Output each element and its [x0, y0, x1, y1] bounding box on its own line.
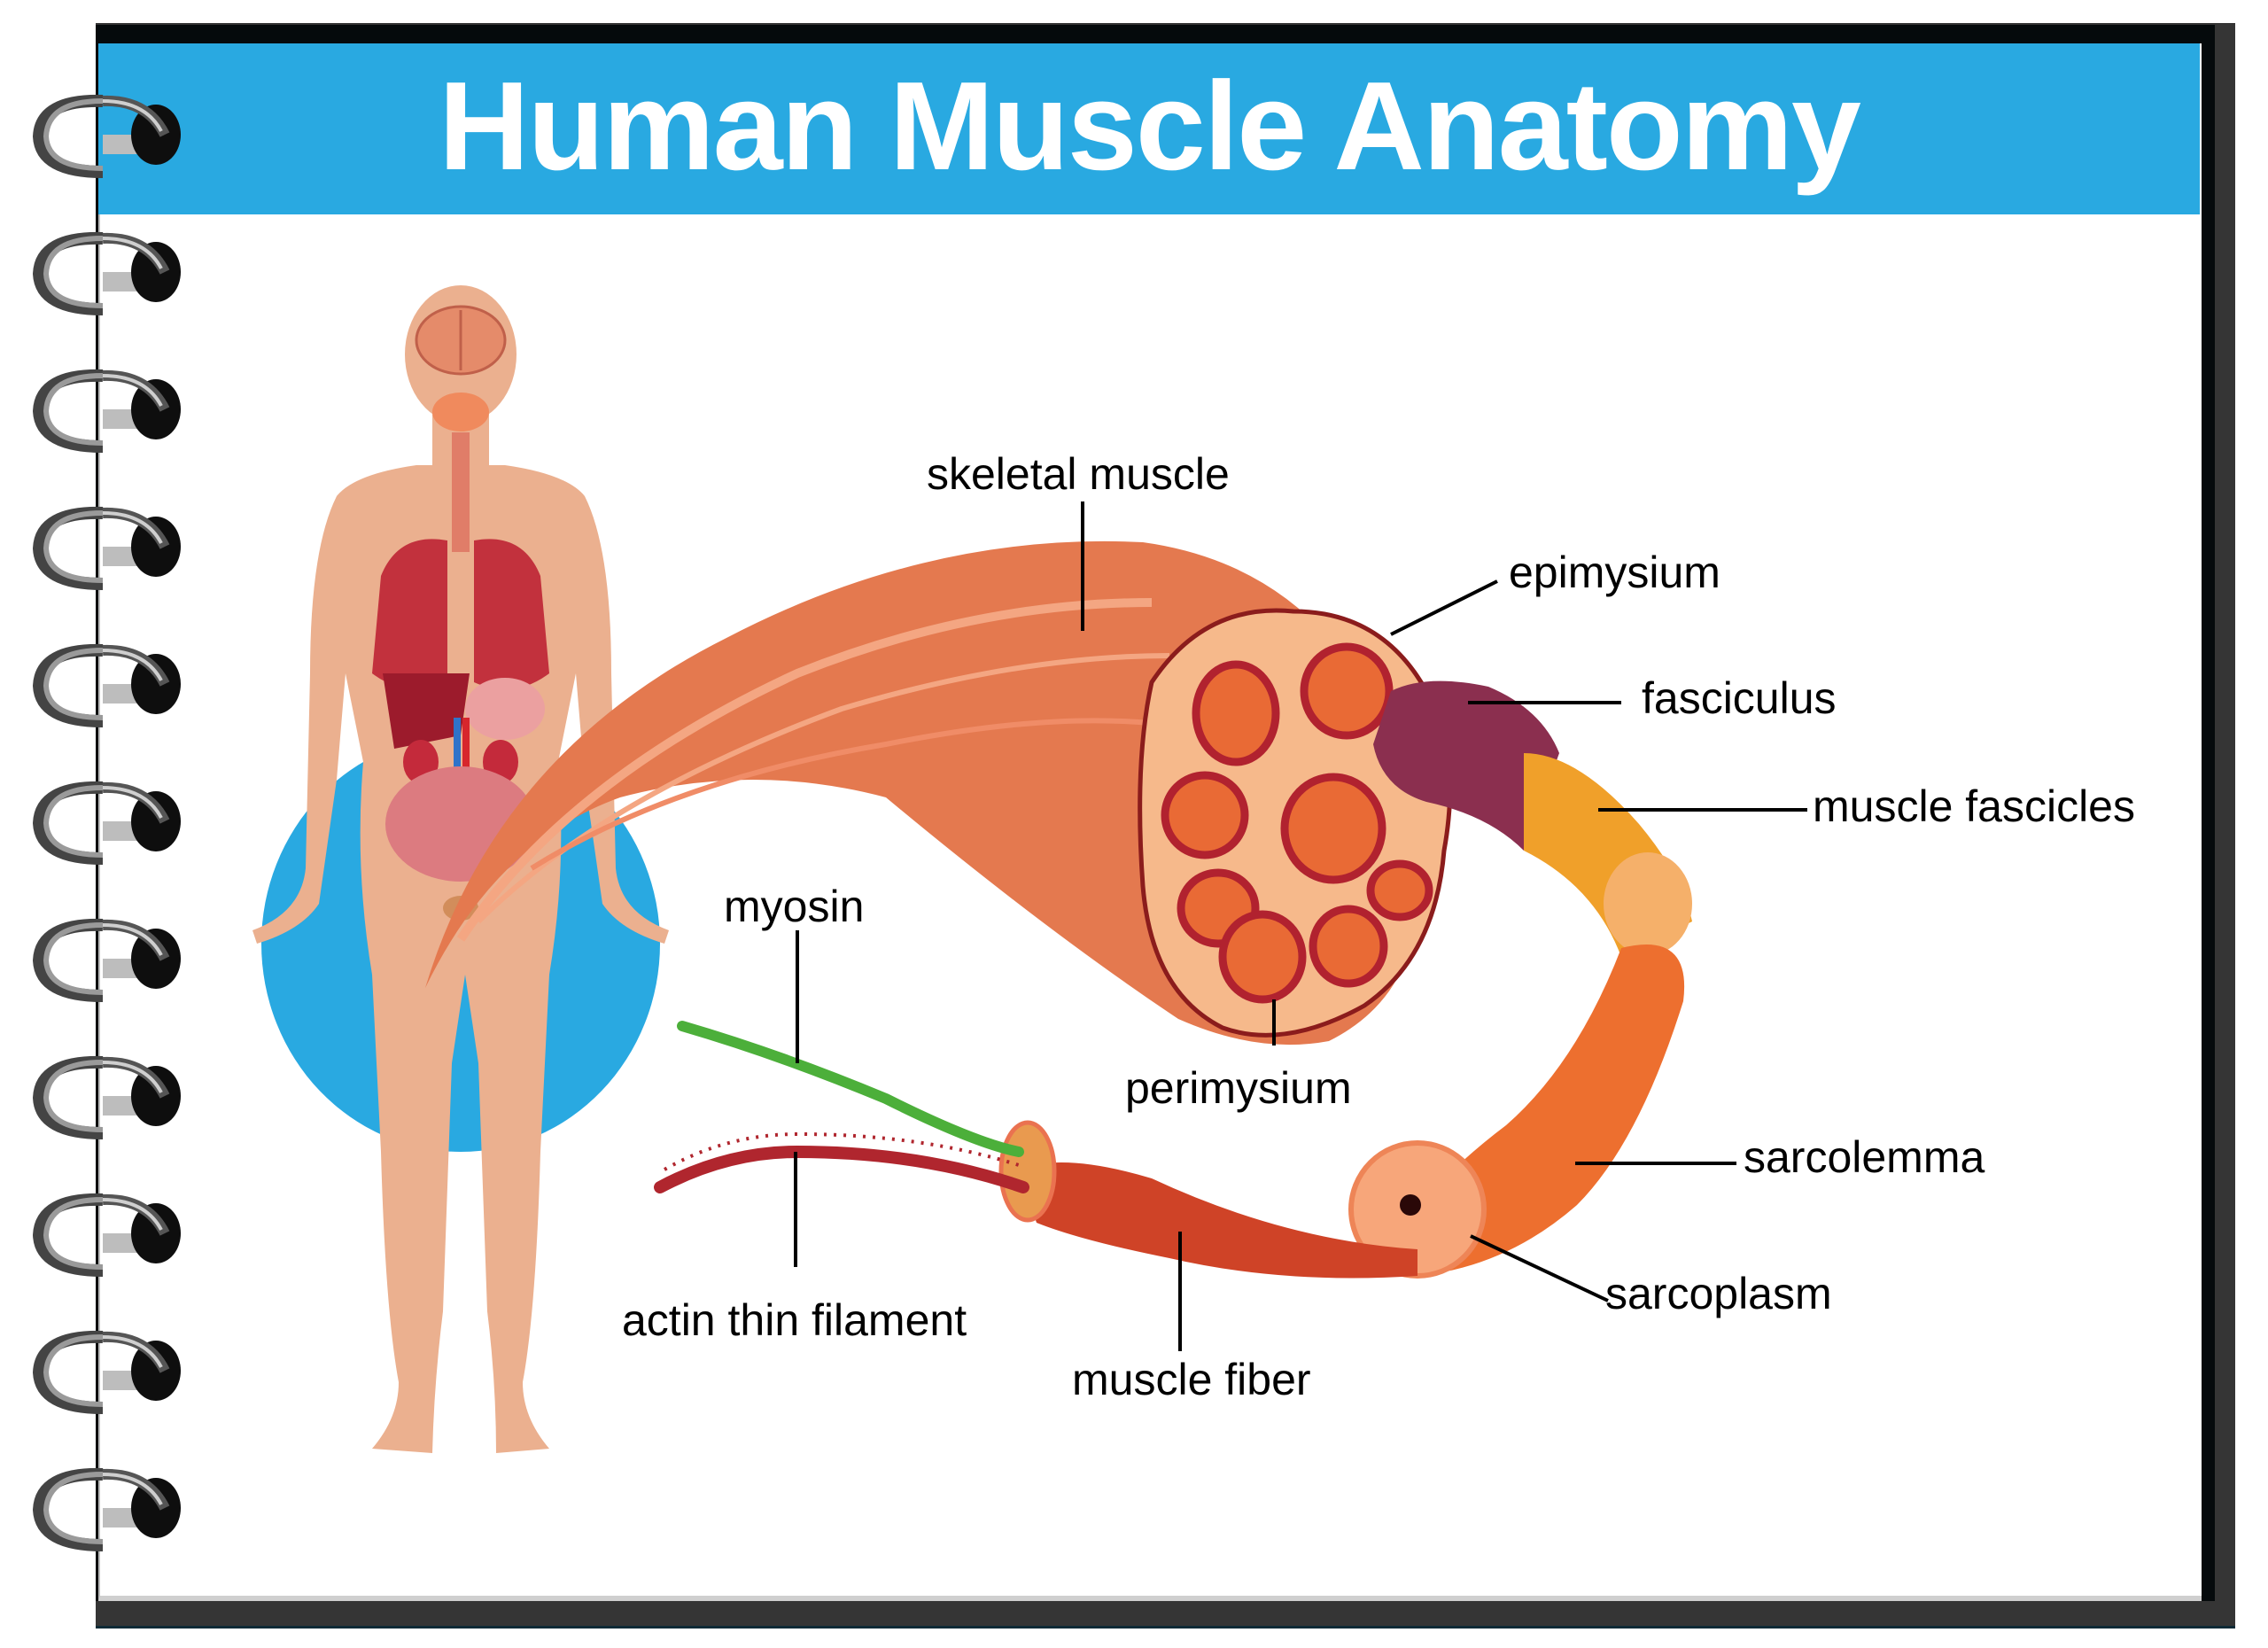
leader-lines	[794, 501, 1807, 1351]
trachea	[452, 432, 470, 552]
spiral-ring-icon	[32, 918, 181, 1002]
label-sarcoplasm: sarcoplasm	[1605, 1269, 1832, 1318]
spiral-ring-icon	[32, 369, 181, 453]
label-myosin: myosin	[724, 882, 865, 931]
lungs	[372, 539, 549, 689]
spiral-ring-icon	[32, 94, 181, 178]
stomach	[465, 678, 545, 740]
spiral-ring-icon	[32, 506, 181, 590]
label-skeletal-muscle: skeletal muscle	[927, 449, 1230, 499]
fascicle-bundles	[1161, 642, 1433, 1004]
label-perimysium: perimysium	[1125, 1063, 1352, 1113]
label-epimysium: epimysium	[1509, 548, 1720, 597]
myosin-filament	[677, 1021, 1024, 1157]
liver	[383, 673, 470, 749]
label-muscle-fascicles: muscle fascicles	[1813, 781, 2135, 831]
spiral-ring-icon	[32, 643, 181, 727]
spiral-ring-icon	[32, 231, 181, 315]
label-sarcolemma: sarcolemma	[1744, 1132, 1985, 1182]
spiral-ring-icon	[32, 1055, 181, 1139]
spiral-ring-icon	[32, 1467, 181, 1551]
label-fasciculus: fasciculus	[1642, 673, 1837, 723]
label-muscle-fiber: muscle fiber	[1072, 1355, 1311, 1404]
label-actin-thin-filament: actin thin filament	[622, 1295, 967, 1345]
actin-filament	[654, 1145, 1029, 1193]
spiral-ring-icon	[32, 1193, 181, 1277]
spiral-ring-icon	[32, 1330, 181, 1414]
title-banner	[98, 43, 2200, 214]
fasciculus-tube	[1373, 680, 1559, 851]
spiral-ring-icon	[32, 781, 181, 865]
muscle-fiber	[1019, 1162, 1418, 1279]
page-title: Human Muscle Anatomy	[439, 56, 1861, 197]
